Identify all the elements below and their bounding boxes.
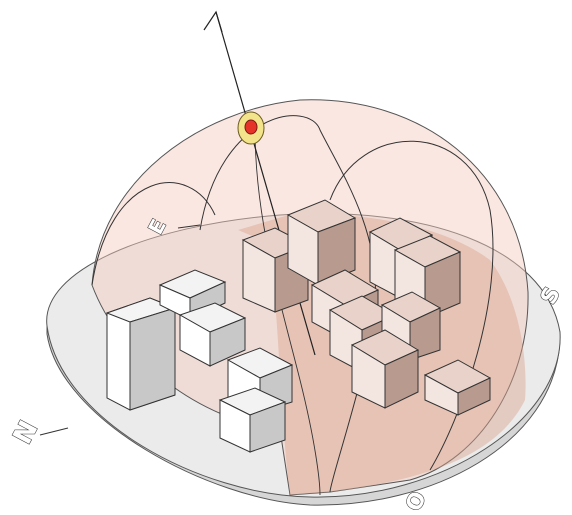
building-9 bbox=[393, 235, 462, 319]
building-14 bbox=[423, 359, 492, 416]
sun-path-arc-1 bbox=[91, 182, 216, 286]
east-tick bbox=[177, 224, 201, 229]
building-3 bbox=[178, 302, 247, 367]
building-1 bbox=[105, 297, 177, 411]
sun-path-arc-4 bbox=[254, 127, 321, 496]
building-13 bbox=[350, 329, 420, 409]
compass-north: N bbox=[8, 416, 45, 449]
building-5 bbox=[218, 387, 287, 453]
north-tick bbox=[39, 427, 69, 436]
building-7 bbox=[286, 199, 357, 286]
sun-marker-icon bbox=[244, 119, 258, 135]
arrowhead-icon bbox=[203, 10, 223, 33]
